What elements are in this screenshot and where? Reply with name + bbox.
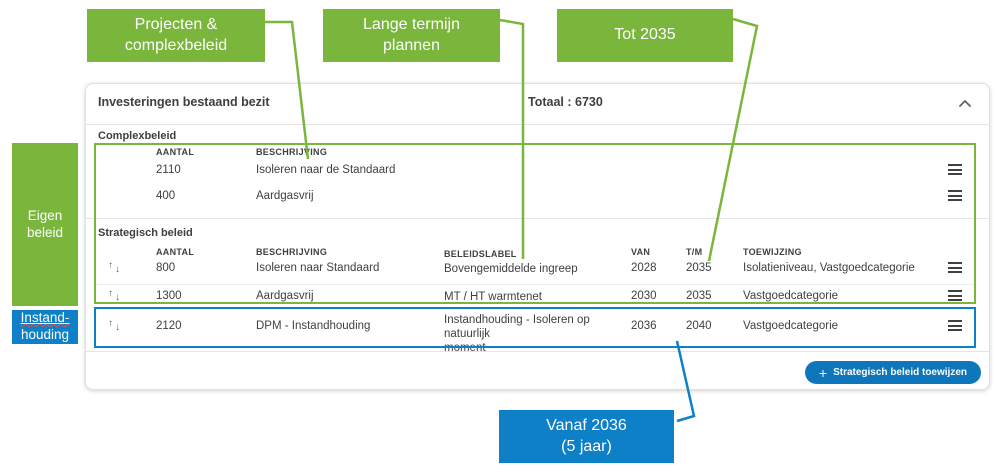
cell-aantal: 800 <box>156 262 176 274</box>
total-badge: Totaal : 6730 <box>528 95 603 109</box>
chevron-up-icon <box>959 99 971 107</box>
column-header-aantal: AANTAL <box>156 147 195 157</box>
callout-projecten-complexbeleid: Projecten & complexbeleid <box>87 9 265 62</box>
table-row-complex-1: 2110 Isoleren naar de Standaard <box>86 164 989 180</box>
sort-icon[interactable]: ↑↓ <box>108 288 120 303</box>
collapse-button[interactable] <box>954 93 976 113</box>
cell-beschrijving: Aardgasvrij <box>256 290 314 302</box>
cell-toewijzing: Isolatieniveau, Vastgoedcategorie <box>743 262 915 274</box>
assign-strategisch-beleid-button[interactable]: + Strategisch beleid toewijzen <box>804 361 981 384</box>
cell-aantal: 1300 <box>156 290 182 302</box>
cell-tm: 2040 <box>686 320 712 332</box>
column-header-beschrijving: BESCHRIJVING <box>256 247 328 257</box>
side-label-eigen-beleid: Eigen beleid <box>12 143 78 306</box>
row-menu-icon[interactable] <box>948 190 962 204</box>
cell-van: 2036 <box>631 320 657 332</box>
column-header-tm: T/M <box>686 247 703 257</box>
cell-tm: 2035 <box>686 290 712 302</box>
section-strategisch-heading: Strategisch beleid <box>98 227 193 239</box>
cell-beleidslabel: MT / HT warmtenet <box>444 291 542 303</box>
cell-beleidslabel: Instandhouding - Isoleren op natuurlijk … <box>444 314 590 354</box>
callout-vanaf-2036: Vanaf 2036 (5 jaar) <box>499 410 674 463</box>
table-row-instandhouding: ↑↓ 2120 DPM - Instandhouding Instandhoud… <box>86 314 989 354</box>
cell-toewijzing: Vastgoedcategorie <box>743 290 839 302</box>
callout-vanaf-line1: Vanaf 2036 <box>546 416 627 434</box>
footer-divider <box>86 351 989 352</box>
row-divider <box>96 284 974 285</box>
cell-aantal: 2110 <box>156 164 181 176</box>
side-label-instandhouding-line1: Instand- <box>20 310 70 326</box>
section-complexbeleid-heading: Complexbeleid <box>98 130 177 142</box>
cell-beleidslabel: Bovengemiddelde ingreep <box>444 263 578 275</box>
cell-van: 2028 <box>631 262 657 274</box>
cell-beschrijving: Isoleren naar de Standaard <box>256 164 396 176</box>
cell-tm: 2035 <box>686 262 712 274</box>
callout-lange-termijn-plannen: Lange termijn plannen <box>323 9 500 62</box>
cell-beschrijving: DPM - Instandhouding <box>256 320 371 332</box>
cell-van: 2030 <box>631 290 657 302</box>
side-label-instandhouding: Instand- houding <box>12 310 78 344</box>
cell-aantal: 2120 <box>156 320 182 332</box>
cell-beschrijving: Aardgasvrij <box>256 190 314 202</box>
row-menu-icon[interactable] <box>948 290 962 304</box>
column-header-toewijzing: TOEWIJZING <box>743 247 802 257</box>
complexbeleid-header-row: AANTAL BESCHRIJVING <box>86 147 989 163</box>
investments-card: Investeringen bestaand bezit Totaal : 67… <box>85 83 990 390</box>
column-header-beleidslabel: BELEIDSLABEL <box>444 249 517 259</box>
plus-icon: + <box>818 364 828 381</box>
table-row-complex-2: 400 Aardgasvrij <box>86 190 989 206</box>
side-label-instandhouding-line2: houding <box>20 327 70 342</box>
row-menu-icon[interactable] <box>948 320 962 334</box>
header-divider <box>86 124 989 125</box>
assign-button-label: Strategisch beleid toewijzen <box>833 367 967 378</box>
cell-aantal: 400 <box>156 190 176 202</box>
callout-tot-2035: Tot 2035 <box>557 9 733 62</box>
column-header-van: VAN <box>631 247 651 257</box>
section-divider <box>86 218 989 219</box>
cell-toewijzing: Vastgoedcategorie <box>743 320 839 332</box>
strategisch-header-row: AANTAL BESCHRIJVING BELEIDSLABEL VAN T/M… <box>86 247 989 263</box>
cell-beschrijving: Isoleren naar Standaard <box>256 262 380 274</box>
table-row-strategisch-1: ↑↓ 800 Isoleren naar Standaard Bovengemi… <box>86 260 989 278</box>
callout-vanaf-line2: (5 jaar) <box>561 437 612 455</box>
column-header-aantal: AANTAL <box>156 247 195 257</box>
card-title: Investeringen bestaand bezit <box>98 95 270 109</box>
sort-icon[interactable]: ↑↓ <box>108 318 120 333</box>
row-menu-icon[interactable] <box>948 262 962 276</box>
sort-icon[interactable]: ↑↓ <box>108 260 120 275</box>
row-menu-icon[interactable] <box>948 164 962 178</box>
column-header-beschrijving: BESCHRIJVING <box>256 147 328 157</box>
table-row-strategisch-2: ↑↓ 1300 Aardgasvrij MT / HT warmtenet 20… <box>86 288 989 306</box>
